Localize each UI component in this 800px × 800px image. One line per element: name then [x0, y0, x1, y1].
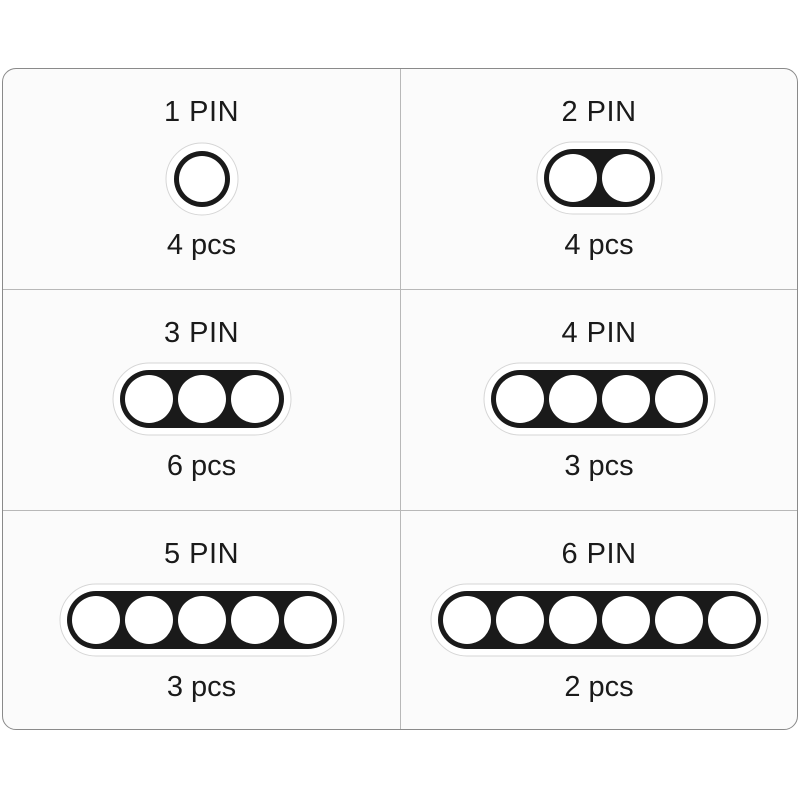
- connector-chart-panel: 1 PIN 4 pcs 2 PIN 4 pcs 3 PIN 6 pcs 4 PI…: [2, 68, 798, 730]
- pin-connector-icon: [112, 362, 291, 436]
- pin-hole: [177, 375, 226, 423]
- pin-hole: [654, 596, 703, 644]
- connector-1-pin: [3, 141, 400, 216]
- quantity-label: 3 pcs: [564, 450, 634, 482]
- pin-count-label: 1 PIN: [163, 96, 240, 128]
- pin-hole: [495, 596, 544, 644]
- connector-2-pin: [401, 141, 797, 215]
- pin-hole: [548, 375, 597, 423]
- connector-cell-3-pin: 3 PIN 6 pcs: [3, 290, 401, 511]
- connector-cell-5-pin: 5 PIN 3 pcs: [3, 511, 401, 729]
- pin-hole: [601, 154, 650, 202]
- pin-hole: [548, 596, 597, 644]
- connector-cell-4-pin: 4 PIN 3 pcs: [401, 290, 797, 511]
- connector-4-pin: [401, 362, 797, 436]
- connector-grid: 1 PIN 4 pcs 2 PIN 4 pcs 3 PIN 6 pcs 4 PI…: [3, 69, 797, 729]
- quantity-label: 4 pcs: [166, 229, 237, 261]
- pin-connector-icon: [430, 583, 768, 657]
- pin-count-label: 2 PIN: [561, 96, 637, 128]
- pin-hole: [230, 375, 279, 423]
- connector-6-pin: [401, 583, 797, 657]
- connector-housing: [490, 370, 708, 428]
- pin-count-label: 5 PIN: [163, 538, 240, 570]
- connector-5-pin: [3, 583, 400, 657]
- pin-connector-icon: [483, 362, 715, 436]
- quantity-label: 3 pcs: [166, 671, 237, 703]
- pin-hole: [71, 596, 120, 644]
- pin-connector-icon: [165, 142, 238, 216]
- pin-count-label: 6 PIN: [561, 538, 637, 570]
- pin-hole: [283, 596, 332, 644]
- quantity-label: 6 pcs: [166, 450, 237, 482]
- connector-3-pin: [3, 362, 400, 436]
- pin-count-label: 3 PIN: [163, 317, 240, 349]
- pin-hole: [601, 596, 650, 644]
- quantity-label: 4 pcs: [564, 229, 634, 261]
- pin-connector-icon: [536, 141, 662, 215]
- pin-hole: [654, 375, 703, 423]
- pin-hole: [601, 375, 650, 423]
- pin-connector-icon: [59, 583, 344, 657]
- pin-hole: [230, 596, 279, 644]
- pin-hole: [707, 596, 756, 644]
- pin-hole: [495, 375, 544, 423]
- pin-hole: [124, 596, 173, 644]
- pin-hole: [177, 596, 226, 644]
- pin-hole: [442, 596, 491, 644]
- pin-hole: [178, 156, 225, 202]
- connector-cell-6-pin: 6 PIN 2 pcs: [401, 511, 797, 729]
- pin-count-label: 4 PIN: [561, 317, 637, 349]
- pin-hole: [124, 375, 173, 423]
- connector-cell-1-pin: 1 PIN 4 pcs: [3, 69, 401, 290]
- pin-hole: [548, 154, 597, 202]
- connector-cell-2-pin: 2 PIN 4 pcs: [401, 69, 797, 290]
- quantity-label: 2 pcs: [564, 671, 634, 703]
